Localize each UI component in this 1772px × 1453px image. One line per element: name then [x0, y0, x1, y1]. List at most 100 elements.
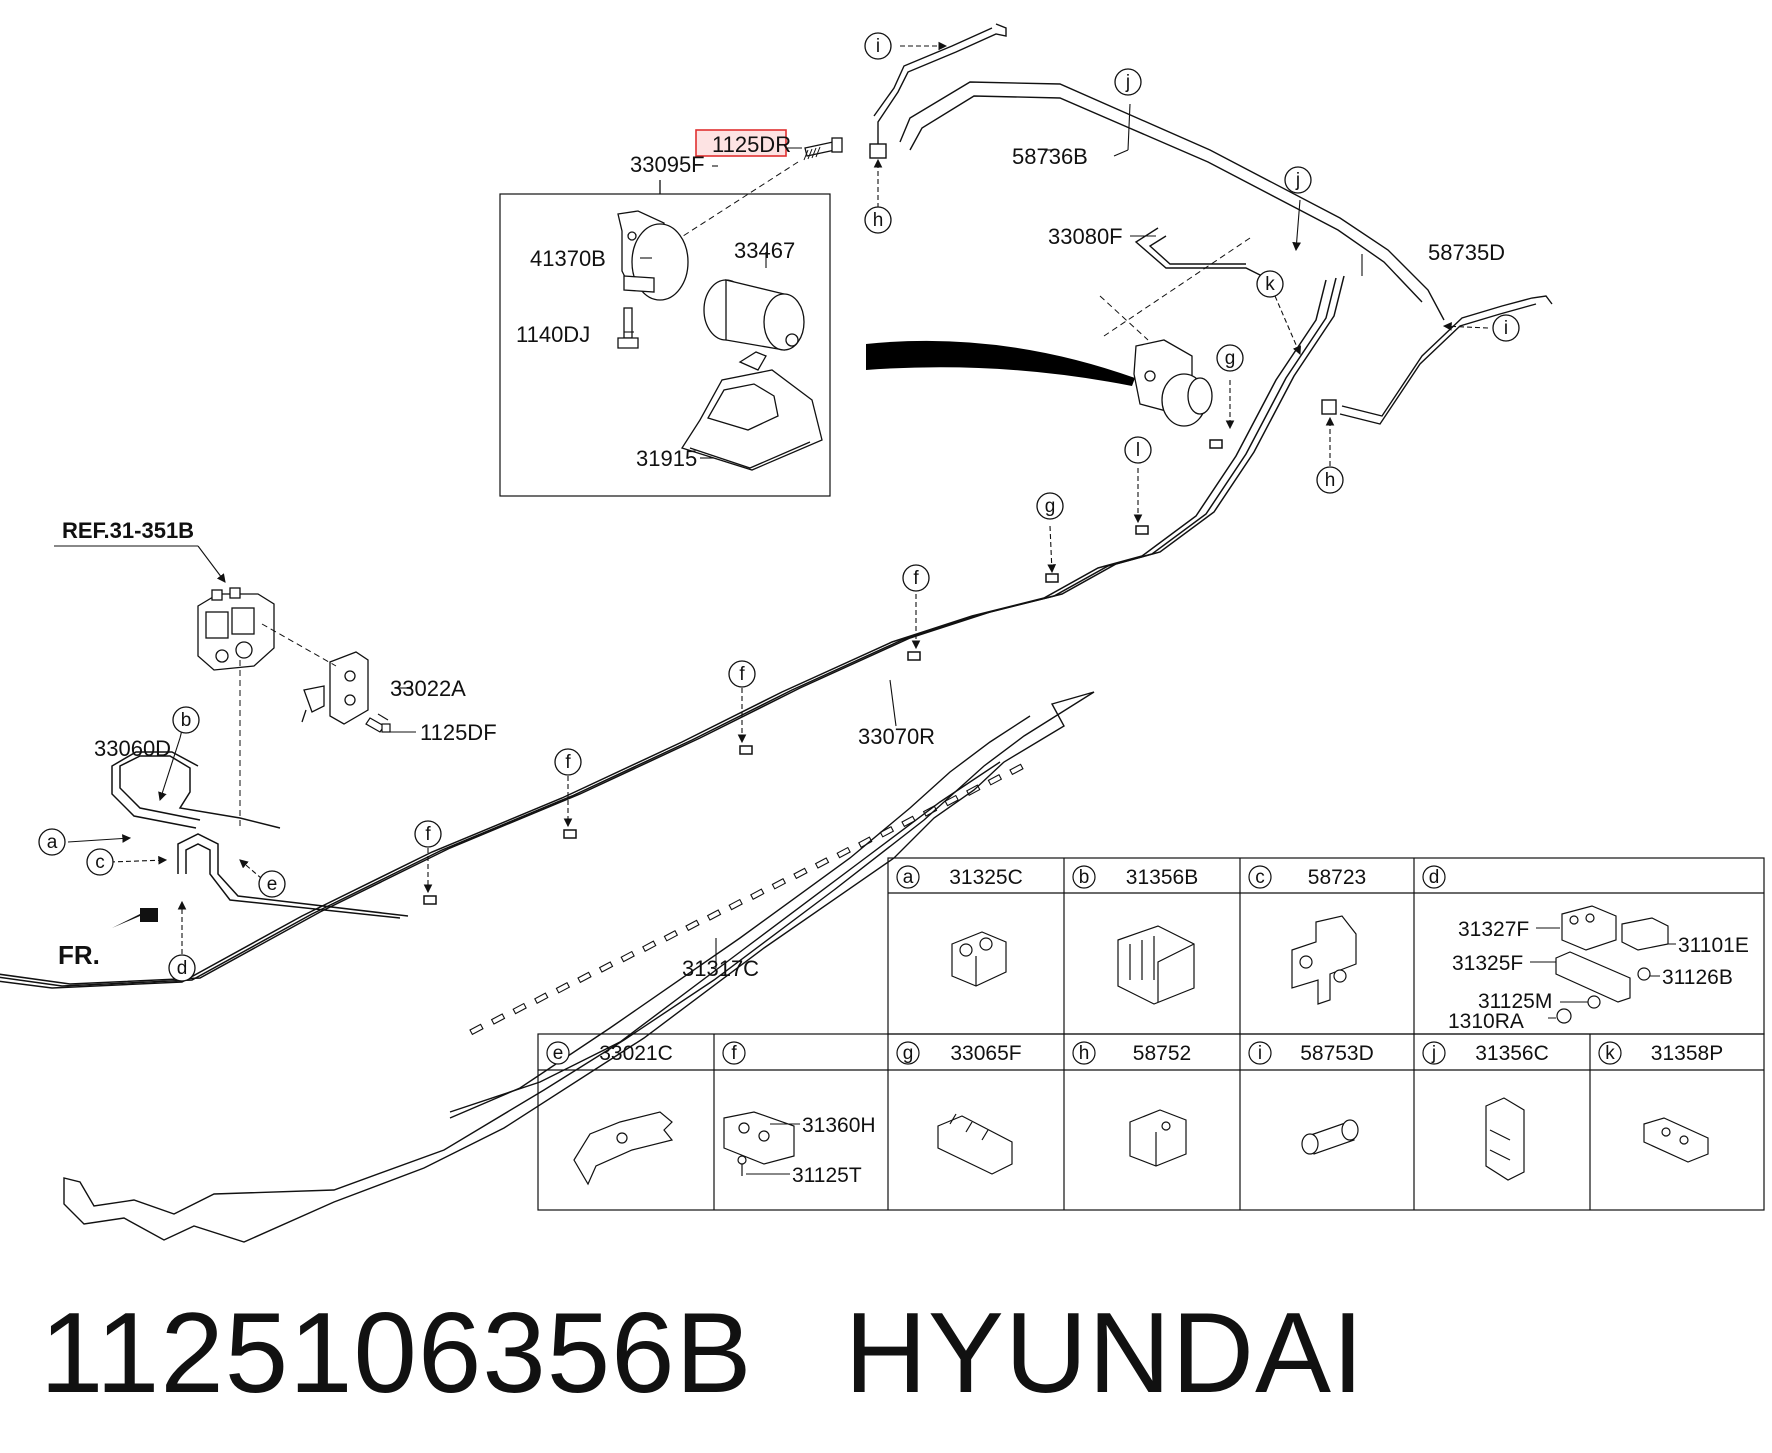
- callout-letter-a: a: [47, 832, 58, 853]
- callout-letter-f: f: [739, 664, 745, 685]
- rail-hole: [944, 794, 959, 807]
- nut-1310ra-icon: [1556, 1008, 1572, 1024]
- rail-hole: [1009, 763, 1024, 776]
- part-label-33095f: 33095F: [630, 152, 705, 177]
- callout-letter-i: i: [876, 36, 880, 57]
- table-part-number: 33021C: [599, 1042, 673, 1065]
- callout-circle-f: [414, 820, 442, 848]
- callout-circle-g: [1036, 492, 1064, 520]
- bolt-31125m-icon: [1587, 995, 1601, 1009]
- part-label-33070r: 33070R: [858, 724, 935, 749]
- callout-circle-d: [168, 954, 196, 982]
- clip-33065f-icon: [937, 1113, 1013, 1175]
- rail-hole: [879, 826, 895, 838]
- table-letter: a: [903, 867, 914, 888]
- clip-31325c-icon: [951, 931, 1007, 987]
- callout-letter-f: f: [565, 752, 571, 773]
- rail-hole: [490, 1013, 506, 1025]
- bolt-1140dj-icon: [617, 307, 639, 349]
- clip-31356c-icon: [1485, 1097, 1525, 1181]
- callout-letter-i: i: [1504, 318, 1508, 339]
- location-arrow-icon: [866, 340, 1135, 386]
- nut-31126b-icon: [1637, 967, 1651, 981]
- table-sub-labels: 31327F 31101E 31325F 31126B 31125M 1310R…: [792, 918, 1749, 1187]
- callout-circle-f: [554, 748, 582, 776]
- table-letter: e: [553, 1043, 564, 1064]
- bracket-41370b-icon: [617, 210, 689, 301]
- table-part-number: 31325C: [949, 866, 1023, 889]
- table-part-number: 31358P: [1651, 1042, 1723, 1065]
- part-label-33060d: 33060D: [94, 736, 171, 761]
- main-brake-lines-33070r: [0, 275, 1345, 989]
- bracket-31325f-icon: [1555, 951, 1631, 1003]
- part-label-1125dr: 1125DR: [712, 132, 791, 157]
- rail-hole: [706, 909, 722, 921]
- part-label-58736b: 58736B: [1012, 144, 1088, 169]
- rail-hole: [685, 919, 700, 932]
- table-icons-row2: [573, 1097, 1709, 1186]
- footer-part-number: 1125106356B: [40, 1290, 753, 1417]
- rail-hole: [620, 950, 635, 963]
- cover-31915-icon: [680, 369, 823, 471]
- callout-letter-j: j: [1295, 170, 1300, 191]
- rail-hole: [922, 805, 938, 817]
- table-letter: g: [903, 1043, 914, 1064]
- table-letter-circle: [1422, 865, 1446, 889]
- table-part-number: 58723: [1308, 866, 1366, 889]
- clip-31358p-icon: [1643, 1117, 1709, 1163]
- callout-letter-g: g: [1225, 348, 1236, 369]
- callout-letter-l: l: [1136, 440, 1140, 461]
- rail-holes: [469, 763, 1024, 1036]
- part-label-31126b: 31126B: [1662, 966, 1733, 989]
- callout-circle-h: [1316, 466, 1344, 494]
- mounted-module-icon: [1099, 237, 1251, 427]
- highlight-box: [695, 129, 787, 157]
- front-direction-arrow-icon: [112, 908, 158, 928]
- rail-hole: [577, 971, 592, 984]
- rail-hole: [534, 992, 549, 1004]
- callout-circle-b: [172, 706, 200, 734]
- part-label-31360h: 31360H: [802, 1114, 876, 1137]
- callout-circle-e: [258, 870, 286, 898]
- callout-circle-c: [86, 848, 114, 876]
- table-part-number: 58753D: [1300, 1042, 1374, 1065]
- pump-module-group: [499, 137, 843, 497]
- table-letter-circle: [896, 1041, 920, 1065]
- upper-brake-lines: [869, 23, 1553, 425]
- rail-hole: [771, 878, 787, 890]
- frame-rail-31317c: [63, 691, 1095, 1243]
- table-part-number: 33065F: [950, 1042, 1021, 1065]
- callout-circle-i: [864, 32, 892, 60]
- callout-letter-e: e: [267, 874, 278, 895]
- abs-module-icon: [197, 587, 275, 671]
- part-labels: REF.31-351B FR. 1125DR 33095F 41370B 334…: [58, 129, 1505, 981]
- rail-hole: [901, 815, 916, 828]
- table-f-leaders: [746, 1123, 800, 1175]
- ref-label: REF.31-351B: [62, 518, 194, 543]
- table-part-number: 58752: [1133, 1042, 1191, 1065]
- part-label-1140dj: 1140DJ: [516, 322, 590, 347]
- bolt-1125df-icon: [365, 717, 391, 733]
- table-part-number: 31356B: [1126, 866, 1198, 889]
- callout-letter-f: f: [425, 824, 431, 845]
- callout-letter-k: k: [1265, 274, 1275, 295]
- callout-letter-j: j: [1125, 72, 1130, 93]
- part-label-1310ra: 1310RA: [1448, 1010, 1524, 1033]
- table-letter: c: [1255, 867, 1265, 888]
- callout-letter-f: f: [913, 568, 919, 589]
- table-icons: [951, 905, 1669, 1024]
- table-letter: k: [1605, 1043, 1615, 1064]
- rail-hole: [793, 867, 808, 880]
- table-letter: d: [1429, 867, 1440, 888]
- table-letter-circle: [1072, 865, 1096, 889]
- part-label-1125df: 1125DF: [420, 720, 497, 745]
- table-letter-circle: [1072, 1041, 1096, 1065]
- table-letter-circle: [1248, 1041, 1272, 1065]
- rail-hole: [987, 774, 1003, 786]
- bracket-58723-icon: [1291, 915, 1357, 1005]
- parts-table: [537, 857, 1765, 1211]
